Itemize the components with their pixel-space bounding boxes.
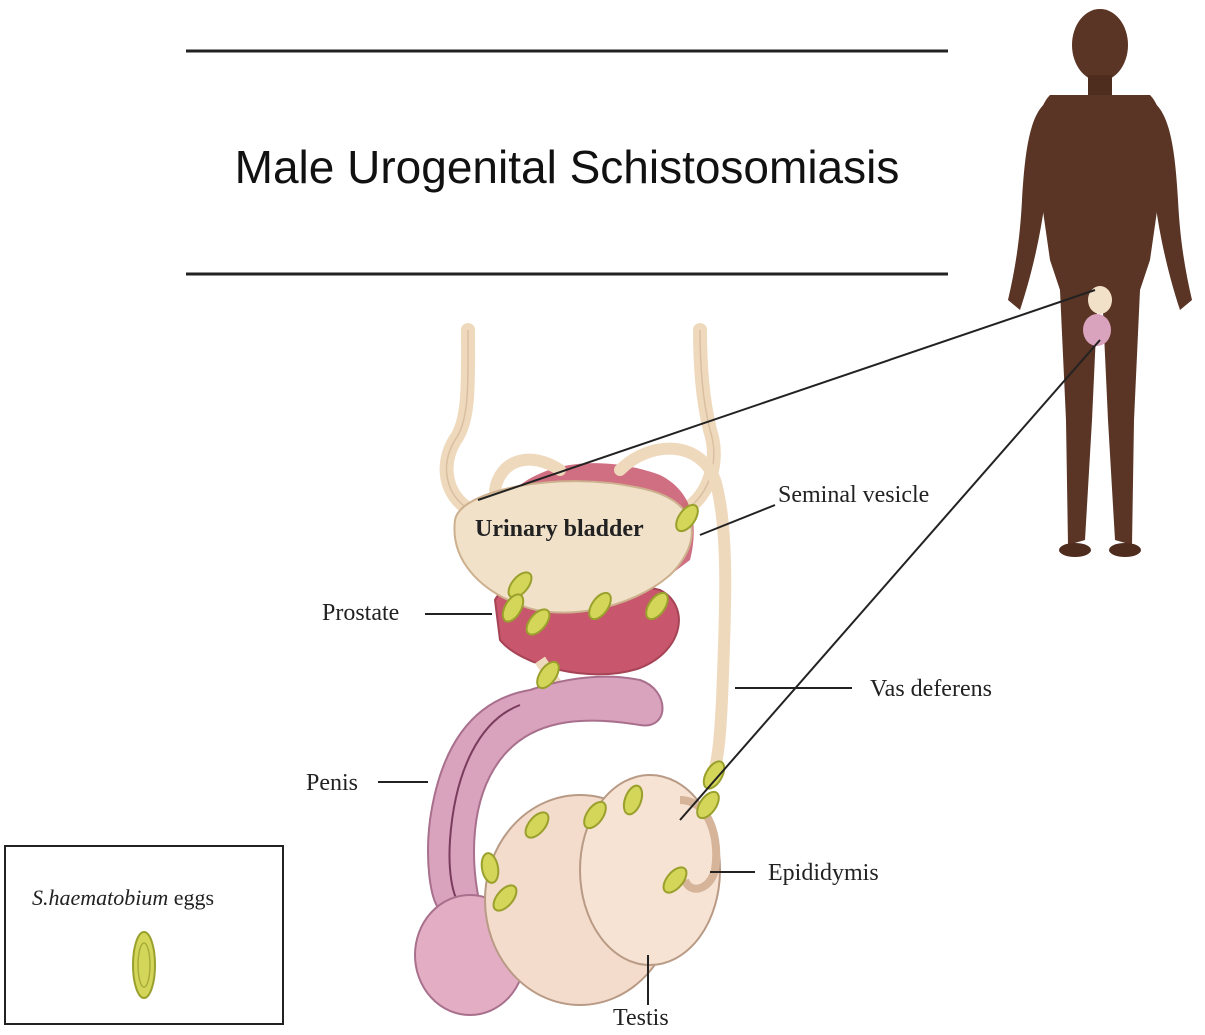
legend-species: S.haematobium [32, 885, 169, 910]
figure-head [1072, 9, 1128, 81]
label-vas-deferens: Vas deferens [870, 676, 992, 702]
right-ureter-outline [684, 329, 715, 511]
egg-marker [696, 790, 720, 820]
figure-neck [1088, 75, 1112, 95]
egg-marker [583, 800, 607, 830]
diagram-title: Male Urogenital Schistosomiasis [234, 141, 900, 193]
egg-marker [588, 591, 612, 621]
egg-marker [524, 811, 550, 839]
label-testis: Testis [613, 1005, 669, 1031]
label-penis: Penis [306, 770, 359, 796]
figure-torso [1035, 95, 1165, 290]
egg-marker [507, 571, 533, 599]
egg-marker [702, 760, 726, 790]
vas-deferens-left [489, 453, 566, 496]
figure-organ-inset [1083, 314, 1111, 346]
zoom-line-lower [679, 339, 1101, 821]
penis-inner [448, 704, 521, 906]
figure-right-foot [1109, 543, 1141, 557]
egg-marker [622, 784, 644, 816]
figure-left-arm [1008, 100, 1050, 310]
egg-marker [525, 608, 551, 636]
figure-right-leg [1102, 290, 1140, 545]
figure-left-foot [1059, 543, 1091, 557]
egg-marker [501, 593, 525, 623]
figure-organ-inset [1088, 286, 1112, 314]
zoom-line-upper [477, 289, 1096, 501]
legend-suffix: eggs [168, 885, 215, 910]
egg-marker [645, 591, 669, 621]
egg-marker [675, 503, 699, 533]
label-seminal-vesicle: Seminal vesicle [778, 482, 930, 508]
leader-seminal-vesicle [699, 504, 776, 536]
legend-box: S.haematobium eggs [4, 845, 284, 1025]
left-ureter-outline [445, 329, 471, 511]
egg-marker [480, 852, 500, 884]
egg-marker [536, 660, 560, 690]
figure-right-arm [1150, 100, 1192, 310]
egg-marker [662, 866, 688, 894]
egg-marker [492, 884, 518, 912]
legend-title: S.haematobium eggs [32, 885, 214, 911]
vas-deferens-right [614, 442, 732, 786]
label-prostate: Prostate [322, 600, 400, 626]
label-urinary-bladder: Urinary bladder [475, 516, 644, 542]
penis-shaft [427, 675, 664, 912]
legend-egg-icon [132, 931, 156, 999]
label-epididymis: Epididymis [768, 860, 879, 886]
testis-right [579, 774, 721, 966]
